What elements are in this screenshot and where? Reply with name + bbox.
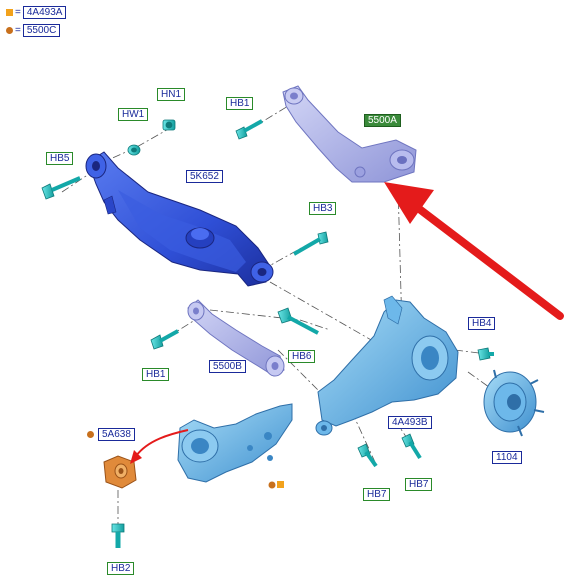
big-red-arrow <box>384 182 564 320</box>
lower-link-5500b <box>187 299 285 377</box>
label-5a638-dot-icon <box>87 431 94 438</box>
bolt-hb7-left <box>357 443 378 468</box>
bolt-hb2 <box>111 523 125 548</box>
bolt-hb1-top <box>235 119 263 140</box>
bolt-hw1 <box>127 144 141 156</box>
legend-row-2: = 5500C <box>6 24 61 37</box>
label-hw1: HW1 <box>118 108 149 121</box>
label-hn1: HN1 <box>157 88 186 101</box>
trailing-arm-bracket <box>177 403 293 483</box>
bolts <box>41 119 494 548</box>
small-red-arrow <box>130 429 189 464</box>
upper-link-5500a <box>282 85 417 183</box>
bolt-hb3 <box>293 231 329 256</box>
label-hb7-left: HB7 <box>363 488 391 501</box>
label-5k652: 5K652 <box>186 170 223 183</box>
label-hb1-mid: HB1 <box>142 368 170 381</box>
label-1104: 1104 <box>492 451 522 464</box>
wheel-hub-1104 <box>483 369 545 437</box>
bolt-hb5 <box>41 176 81 200</box>
bolt-hb1-mid <box>150 329 179 350</box>
label-4a493b: 4A493B <box>388 416 432 429</box>
legend-row-1: = 4A493A <box>6 6 67 19</box>
label-hb1-top: HB1 <box>226 97 254 110</box>
bushing-5a638 <box>103 455 137 489</box>
orange-dot-icon <box>6 27 13 34</box>
label-hb2: HB2 <box>107 562 135 575</box>
legend-code-1: 4A493A <box>22 6 67 19</box>
label-hb4: HB4 <box>468 317 496 330</box>
knuckle-4a493b <box>315 295 459 436</box>
orange-square-icon <box>6 9 13 16</box>
label-hb5: HB5 <box>46 152 74 165</box>
lower-arm-5k652 <box>85 151 274 287</box>
label-5500b: 5500B <box>209 360 246 373</box>
bolt-hb6 <box>277 307 319 335</box>
label-hb7-right: HB7 <box>405 478 433 491</box>
label-5500a: 5500A <box>364 114 401 127</box>
bolt-hb7-right <box>401 433 422 460</box>
marker-dot <box>268 481 276 489</box>
label-hb3: HB3 <box>309 202 337 215</box>
marker-square <box>277 481 284 488</box>
bolt-hb4 <box>477 347 494 361</box>
legend-code-2: 5500C <box>22 24 61 37</box>
label-hb6: HB6 <box>288 350 316 363</box>
label-5a638: 5A638 <box>98 428 135 441</box>
bolt-hn1 <box>162 119 176 131</box>
